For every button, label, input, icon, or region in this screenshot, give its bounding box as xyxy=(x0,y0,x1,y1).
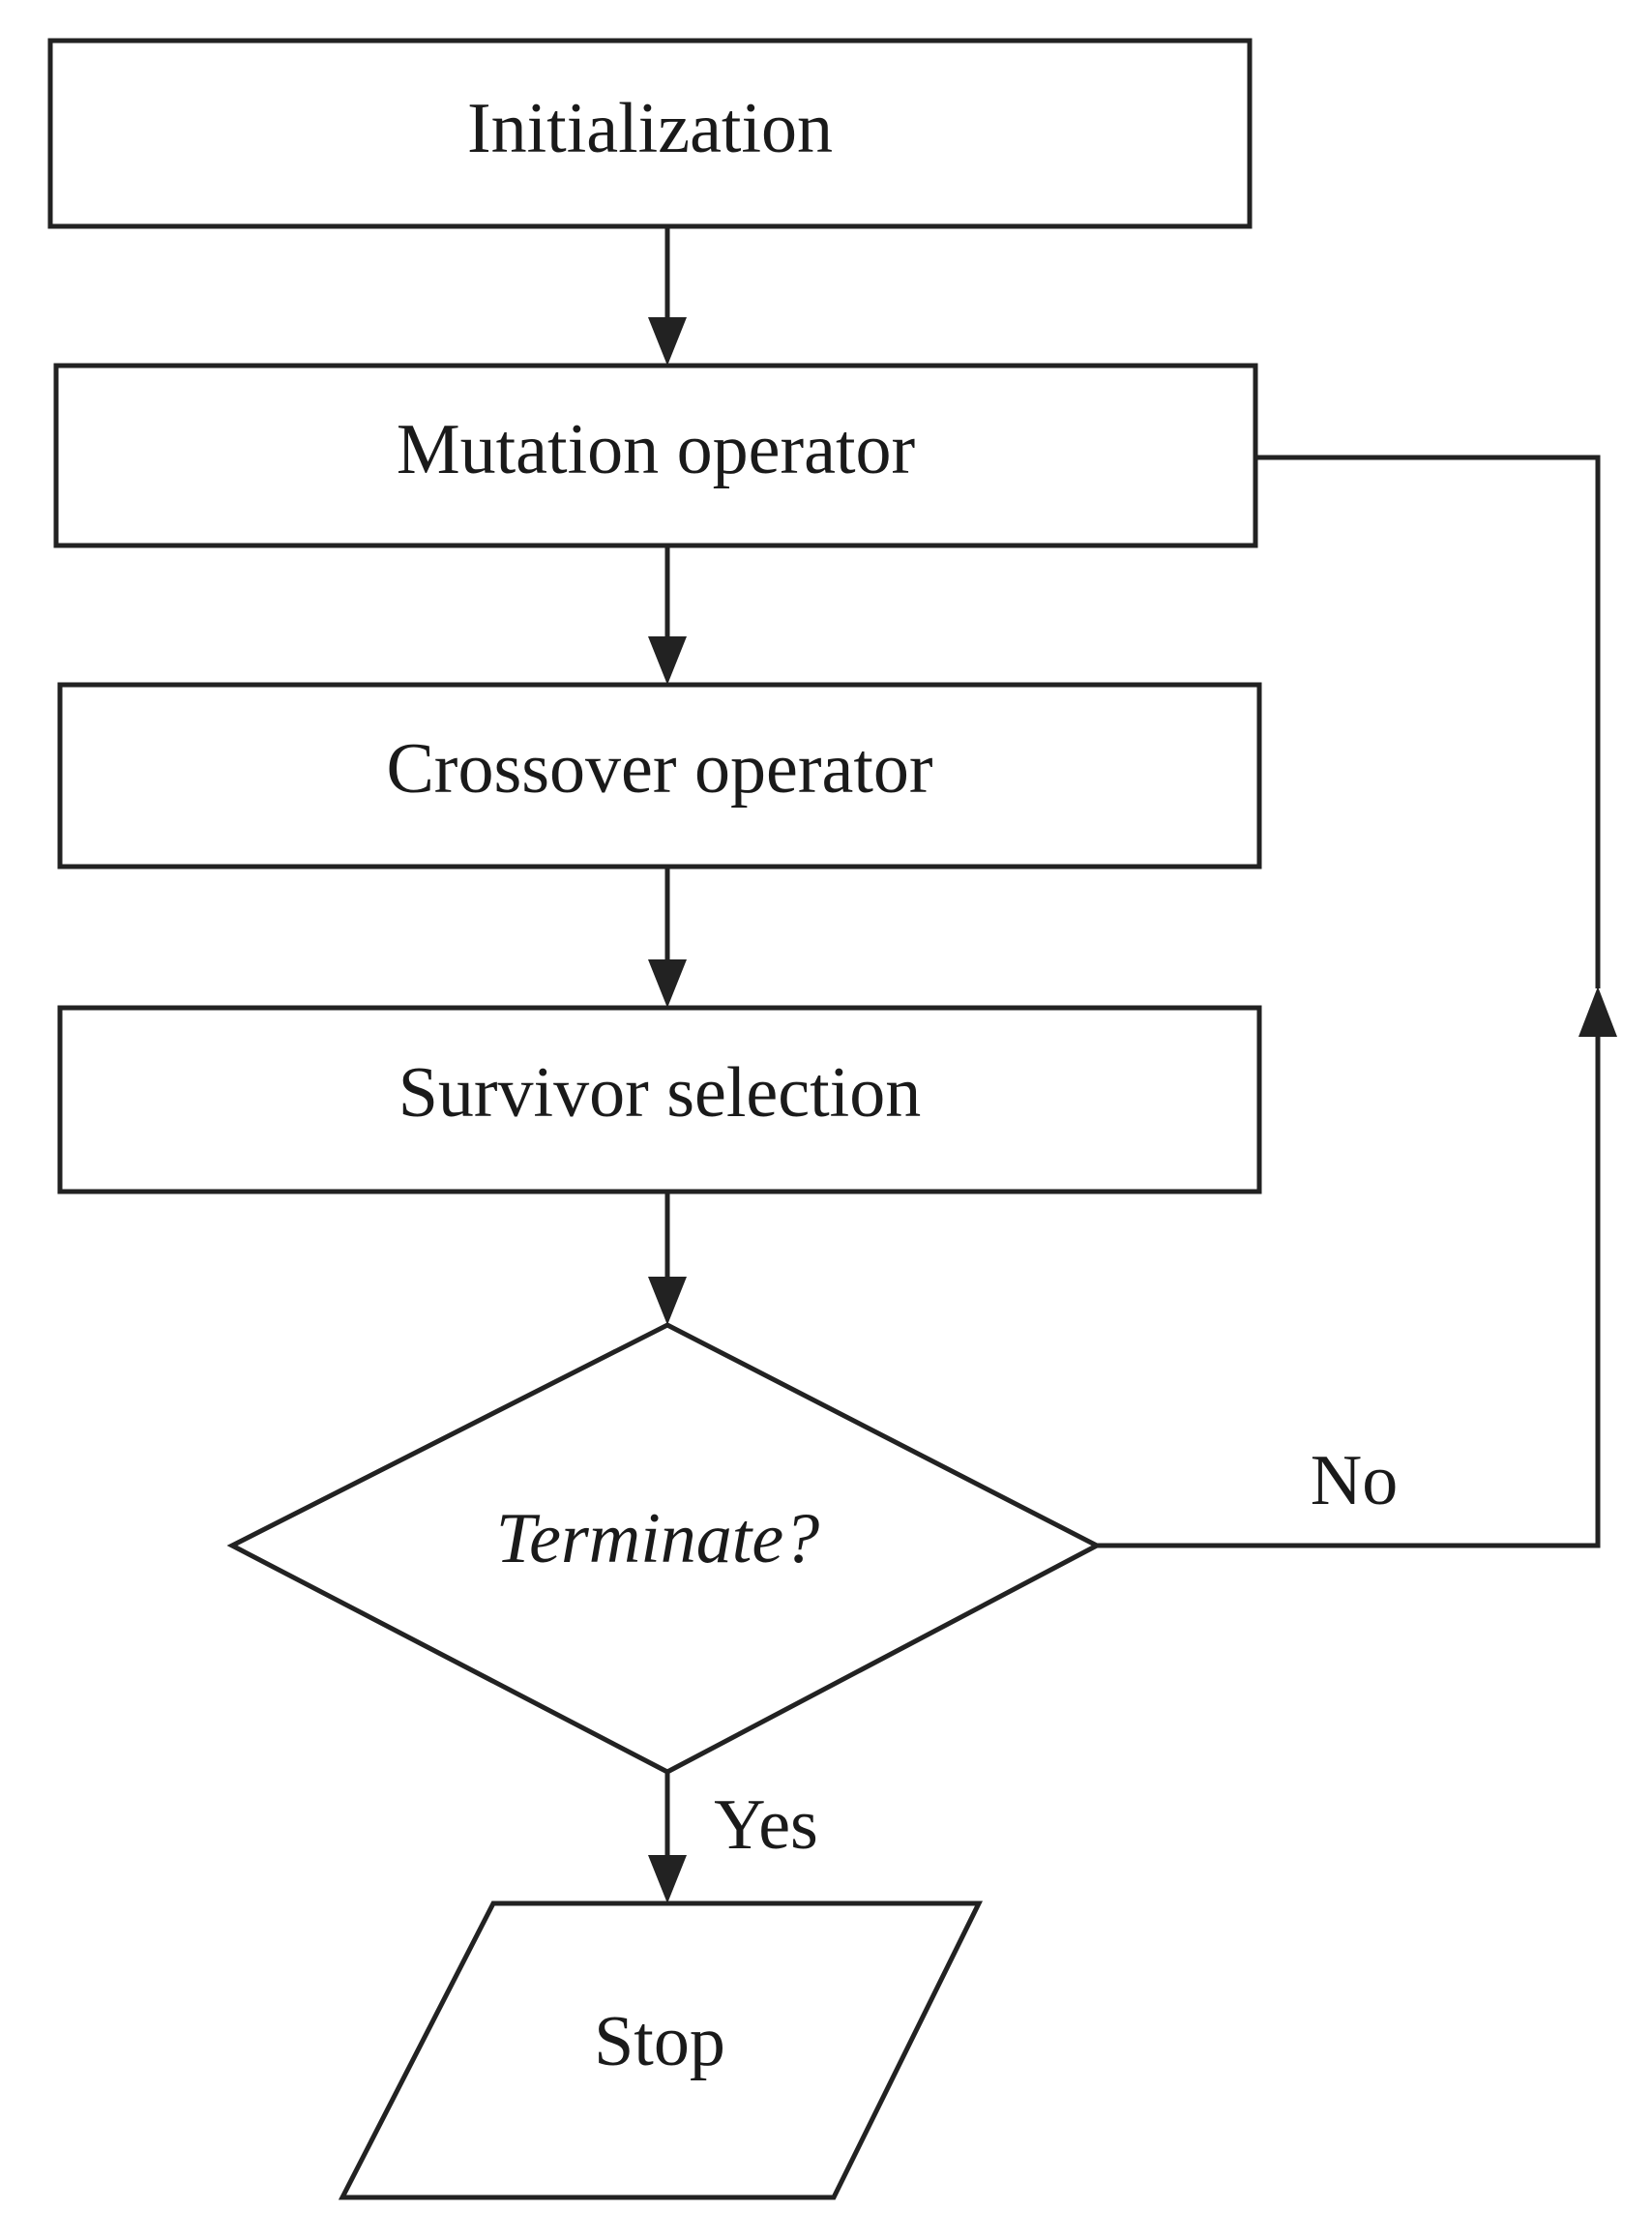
arrowhead-survivor-to-decision xyxy=(648,1277,687,1325)
mutation-box xyxy=(53,363,1258,548)
crossover-box xyxy=(57,682,1262,869)
survivor-selection-label: Survivor selection xyxy=(398,1053,922,1133)
mutation-label: Mutation operator xyxy=(397,410,915,489)
decision-label: Terminate? xyxy=(496,1499,819,1578)
arrowhead-crossover-to-survivor xyxy=(648,959,687,1008)
stop-terminal xyxy=(338,1900,984,2200)
survivor-selection-box xyxy=(57,1005,1262,1194)
arrowhead-decision-to-stop xyxy=(648,1855,687,1903)
loop-no-path-top xyxy=(1255,455,1601,988)
initialization-label: Initialization xyxy=(467,89,833,168)
crossover-label: Crossover operator xyxy=(386,729,932,809)
loop-no-path xyxy=(1097,1035,1601,1548)
yes-edge-label: Yes xyxy=(714,1785,818,1865)
stop-label: Stop xyxy=(594,2002,725,2081)
loop-arrowhead-up xyxy=(1578,987,1617,1037)
arrowhead-init-to-mutation xyxy=(648,317,687,366)
arrowhead-mutation-to-crossover xyxy=(648,636,687,685)
initialization-box xyxy=(47,38,1253,229)
no-edge-label: No xyxy=(1311,1441,1398,1520)
